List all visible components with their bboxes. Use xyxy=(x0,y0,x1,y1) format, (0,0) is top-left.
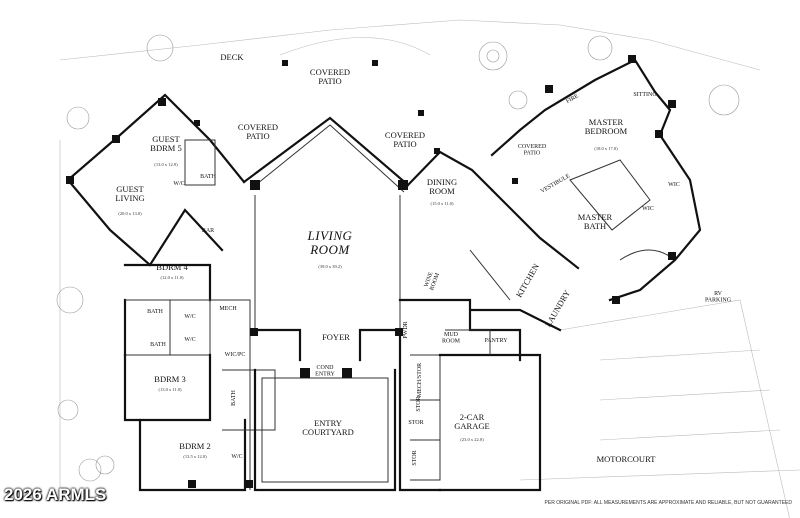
label-deck: DECK xyxy=(220,52,244,62)
label-master-bedroom-dim: (18.0 x 17.0) xyxy=(594,146,618,151)
label-wic-guest: W/C xyxy=(173,181,184,187)
site-lines xyxy=(56,19,800,518)
label-mech-stor: MECH/STOR xyxy=(417,363,423,397)
label-wic3: W/C xyxy=(184,337,195,343)
label-living-room-dim: (39.0 x 39.2) xyxy=(318,264,342,269)
label-bath-guest: BATH xyxy=(200,174,216,180)
label-vestibule: VESTIBULE xyxy=(540,173,572,195)
label-bdrm4: BDRM 4 xyxy=(156,262,188,272)
measurement-disclaimer: PER ORIGINAL PDF: ALL MEASUREMENTS ARE A… xyxy=(544,500,792,506)
label-mech: MECH xyxy=(219,306,237,312)
label-guest-living-dim: (20.0 x 13.0) xyxy=(118,211,142,216)
label-stor1: STOR xyxy=(416,396,422,411)
columns xyxy=(66,55,676,488)
label-stor2: STOR xyxy=(408,420,423,426)
label-bdrm2: BDRM 2 xyxy=(179,441,210,451)
label-bdrm3: BDRM 3 xyxy=(154,374,185,384)
label-wic-m1: WIC xyxy=(668,182,680,188)
label-wic2: W/C xyxy=(231,454,242,460)
label-bar: BAR xyxy=(202,228,214,234)
label-garage-dim: (23.0 x 22.0) xyxy=(460,437,484,442)
walls xyxy=(66,58,702,492)
label-kitchen: KITCHEN xyxy=(514,262,541,299)
label-bath3: BATH xyxy=(150,342,166,348)
label-wine-room: WINEROOM xyxy=(423,270,441,292)
copyright-watermark: 2026 ARMLS xyxy=(4,485,107,504)
label-fire: FIRE xyxy=(565,93,580,105)
label-bath2: BATH xyxy=(231,390,237,406)
label-sitting: SITTING xyxy=(633,92,657,98)
label-wicpc: WIC/PC xyxy=(225,352,246,358)
label-bdrm4-dim: (12.0 x 11.0) xyxy=(160,275,184,280)
label-motorcourt: MOTORCOURT xyxy=(597,454,657,464)
label-bdrm2-dim: (13.5 x 12.0) xyxy=(183,454,207,459)
label-foyer: FOYER xyxy=(322,332,350,342)
label-pantry: PANTRY xyxy=(484,338,508,344)
label-wic-m2: WIC xyxy=(642,206,654,212)
label-dining-room-dim: (15.0 x 11.0) xyxy=(430,201,454,206)
label-laundry: LAUNDRY xyxy=(543,288,572,329)
label-wic4: W/C xyxy=(184,314,195,320)
label-stor3: STOR xyxy=(412,450,418,465)
label-guest-bdrm5-dim: (13.0 x 12.9) xyxy=(154,162,178,167)
label-bath4: BATH xyxy=(147,309,163,315)
label-bdrm3-dim: (13.0 x 11.0) xyxy=(158,387,182,392)
label-powder: PWDR xyxy=(403,321,409,338)
